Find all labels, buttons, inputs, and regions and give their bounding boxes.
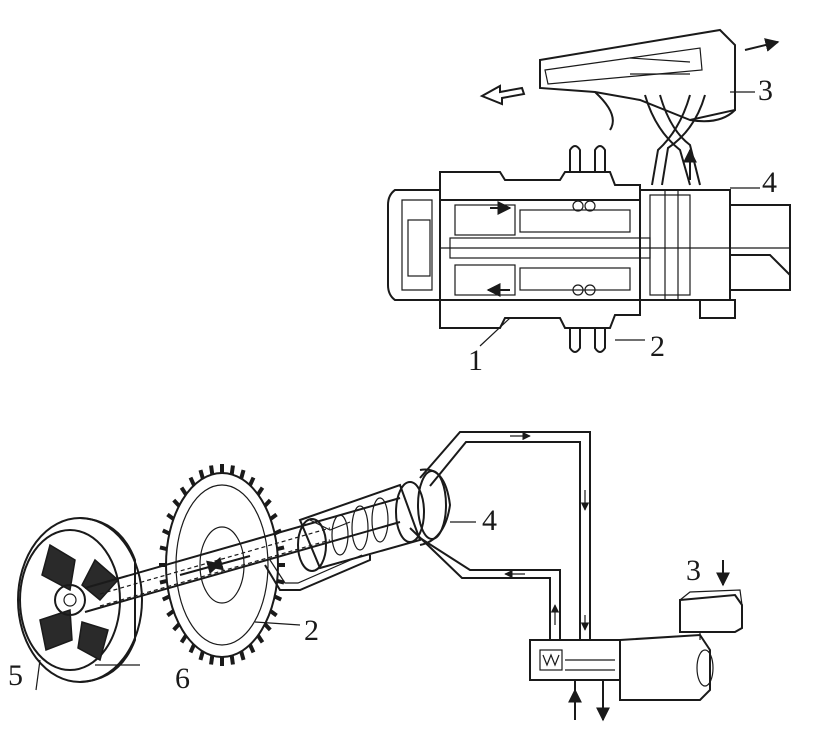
solenoid-valve <box>529 560 743 722</box>
sprocket-tooth <box>273 528 283 536</box>
label-3-top: 3 <box>758 74 773 107</box>
sprocket-tooth <box>239 469 246 480</box>
actuator-drum <box>17 517 143 691</box>
sprocket-tooth <box>229 655 235 665</box>
sprocket-tooth <box>256 486 265 496</box>
oil-distributor <box>264 468 452 591</box>
sprocket-gear <box>159 464 285 666</box>
oil-lines <box>409 431 591 640</box>
sprocket-tooth <box>159 579 168 585</box>
sprocket-tooth <box>263 498 272 508</box>
label-2-bottom: 2 <box>304 614 319 647</box>
label-4-top: 4 <box>762 166 777 199</box>
flow-arrow-out <box>744 38 780 52</box>
sprocket-tooth <box>239 650 246 661</box>
sprocket-tooth <box>179 486 188 496</box>
sprocket-tooth <box>188 476 196 487</box>
sprocket-tooth <box>179 634 188 644</box>
sprocket-tooth <box>248 476 256 487</box>
sprocket-tooth <box>269 609 278 618</box>
sprocket-tooth <box>161 594 171 602</box>
crossing-oil-pipes <box>644 94 706 186</box>
sprocket-tooth <box>248 643 256 654</box>
label-3-bottom: 3 <box>686 554 701 587</box>
injector-body <box>539 28 736 131</box>
sprocket-tooth <box>159 545 168 551</box>
sprocket-tooth <box>276 579 285 585</box>
label-1-top: 1 <box>468 344 483 377</box>
sprocket-tooth <box>198 650 205 661</box>
bottom-leader-lines <box>254 521 476 626</box>
sprocket-tooth <box>256 634 265 644</box>
sprocket-tooth <box>188 643 196 654</box>
sprocket-tooth <box>172 622 181 632</box>
top-leader-lines <box>479 91 760 347</box>
hollow-arrow-icon <box>479 84 526 106</box>
distributor-housing <box>387 145 790 353</box>
sprocket-tooth <box>209 465 215 475</box>
sprocket-tooth <box>263 622 272 632</box>
label-2-top: 2 <box>650 330 665 363</box>
sprocket-tooth <box>269 512 278 521</box>
label-6-bottom: 6 <box>175 662 190 695</box>
sprocket-tooth <box>166 609 175 618</box>
label-5-bottom: 5 <box>8 659 23 692</box>
sprocket-tooth <box>229 465 235 475</box>
sprocket-tooth <box>161 528 171 536</box>
bottom-system-view: 4 3 2 5 6 <box>8 431 743 722</box>
label-4-bottom: 4 <box>482 504 497 537</box>
camshaft-end <box>640 148 791 319</box>
sprocket-tooth <box>209 655 215 665</box>
sprocket-tooth <box>172 498 181 508</box>
sprocket-tooth <box>166 512 175 521</box>
sprocket-tooth <box>276 545 285 551</box>
sprocket-tooth <box>273 594 283 602</box>
sprocket-tooth <box>198 469 205 480</box>
top-cross-section: 3 4 2 1 <box>387 28 791 377</box>
